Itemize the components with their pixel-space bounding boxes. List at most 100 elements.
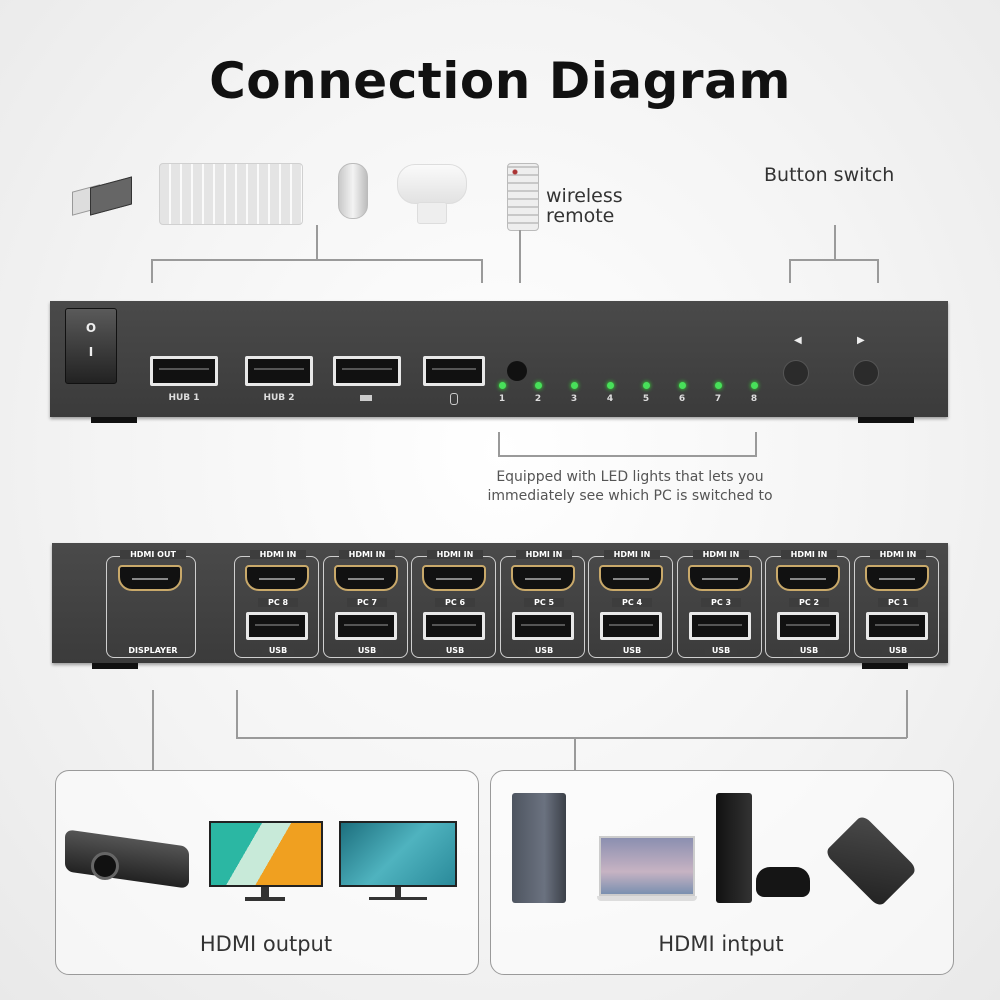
monitor-icon <box>209 821 323 903</box>
connector-line <box>834 225 836 260</box>
mouse-icon <box>338 163 368 219</box>
connector-line <box>151 259 153 283</box>
usb-label: USB <box>616 646 648 655</box>
connector-line <box>152 690 154 770</box>
led-indicator <box>679 382 686 389</box>
ir-receiver <box>507 361 527 381</box>
led-indicator <box>715 382 722 389</box>
connector-line <box>877 259 879 283</box>
led-indicator <box>571 382 578 389</box>
panel-foot <box>858 417 914 423</box>
hdmi-in-label: HDMI IN <box>427 550 483 559</box>
led-row: 1 2 3 4 5 6 7 8 <box>497 382 767 412</box>
usb-port-pc[interactable] <box>335 612 397 640</box>
panel-foot <box>91 417 137 423</box>
usb-port-mouse[interactable] <box>423 356 485 386</box>
panel-foot <box>92 663 138 669</box>
monitor-icon <box>339 821 457 903</box>
connector-line <box>789 259 791 283</box>
mouse-icon <box>450 393 458 405</box>
hdmi-in-label: HDMI IN <box>781 550 837 559</box>
hdmi-out-label: HDMI OUT <box>120 550 186 559</box>
wireless-remote-label: wireless remote <box>546 185 623 227</box>
hdmi-in-port[interactable] <box>334 565 398 591</box>
hdmi-in-label: HDMI IN <box>516 550 572 559</box>
hdmi-in-port[interactable] <box>511 565 575 591</box>
usb-label: USB <box>262 646 294 655</box>
usb-port-pc[interactable] <box>689 612 751 640</box>
connector-line <box>755 432 757 456</box>
hdmi-in-port[interactable] <box>422 565 486 591</box>
connector-line <box>236 737 907 739</box>
usb-port-pc[interactable] <box>866 612 928 640</box>
usb-port-pc[interactable] <box>600 612 662 640</box>
led-number: 4 <box>606 394 614 404</box>
hdmi-output-label: HDMI output <box>199 932 333 956</box>
usb-port-pc[interactable] <box>777 612 839 640</box>
game-console-icon <box>716 793 812 905</box>
pc-label: PC 5 <box>524 598 564 607</box>
hdmi-out-port[interactable] <box>118 565 182 591</box>
led-indicator <box>535 382 542 389</box>
led-indicator <box>643 382 650 389</box>
connector-line <box>789 259 878 261</box>
pc-label: PC 3 <box>701 598 741 607</box>
connector-line <box>151 259 483 261</box>
page-title: Connection Diagram <box>209 52 791 110</box>
usb-port-hub2[interactable] <box>245 356 313 386</box>
switch-right-button[interactable] <box>853 360 879 386</box>
connector-line <box>519 230 521 283</box>
connector-line <box>906 690 908 738</box>
pc-label: PC 6 <box>435 598 475 607</box>
hdmi-in-port[interactable] <box>599 565 663 591</box>
switch-left-button[interactable] <box>783 360 809 386</box>
hdmi-in-port[interactable] <box>865 565 929 591</box>
connector-line <box>236 690 238 738</box>
led-number: 7 <box>714 394 722 404</box>
left-arrow-icon: ◀ <box>794 335 802 346</box>
hdmi-in-port[interactable] <box>688 565 752 591</box>
hdmi-in-port[interactable] <box>245 565 309 591</box>
right-arrow-icon: ▶ <box>857 335 865 346</box>
usb-port-keyboard[interactable] <box>333 356 401 386</box>
usb-label: USB <box>882 646 914 655</box>
usb-port-pc[interactable] <box>512 612 574 640</box>
webcam-icon <box>397 164 467 224</box>
keyboard-icon <box>159 163 303 225</box>
panel-foot <box>862 663 908 669</box>
hdmi-in-label: HDMI IN <box>604 550 660 559</box>
projector-icon <box>65 829 191 889</box>
hdmi-in-label: HDMI IN <box>250 550 306 559</box>
pc-label: PC 7 <box>347 598 387 607</box>
led-note: Equipped with LED lights that lets you i… <box>487 469 773 504</box>
usb-port-hub1[interactable] <box>150 356 218 386</box>
usb-label: USB <box>439 646 471 655</box>
connector-line <box>316 225 318 260</box>
pc-label: PC 2 <box>789 598 829 607</box>
usb-receiver-icon <box>72 176 134 216</box>
led-indicator <box>607 382 614 389</box>
tv-box-icon <box>818 814 924 908</box>
button-switch-label: Button switch <box>764 164 895 186</box>
displayer-label: DISPLAYER <box>118 646 188 655</box>
pc-label: PC 1 <box>878 598 918 607</box>
pc-label: PC 8 <box>258 598 298 607</box>
hdmi-in-label: HDMI IN <box>693 550 749 559</box>
usb-port-pc[interactable] <box>423 612 485 640</box>
hdmi-in-port[interactable] <box>776 565 840 591</box>
connector-line <box>481 259 483 283</box>
usb-label: USB <box>528 646 560 655</box>
pc-label: PC 4 <box>612 598 652 607</box>
hdmi-in-label: HDMI IN <box>870 550 926 559</box>
usb-label: USB <box>351 646 383 655</box>
remote-icon <box>507 163 539 231</box>
keyboard-icon <box>360 395 372 401</box>
led-indicator <box>751 382 758 389</box>
power-switch[interactable]: O I <box>65 308 117 384</box>
connector-line <box>498 432 500 456</box>
led-number: 6 <box>678 394 686 404</box>
usb-port-pc[interactable] <box>246 612 308 640</box>
led-number: 1 <box>498 394 506 404</box>
laptop-icon <box>597 836 697 902</box>
led-indicator <box>499 382 506 389</box>
